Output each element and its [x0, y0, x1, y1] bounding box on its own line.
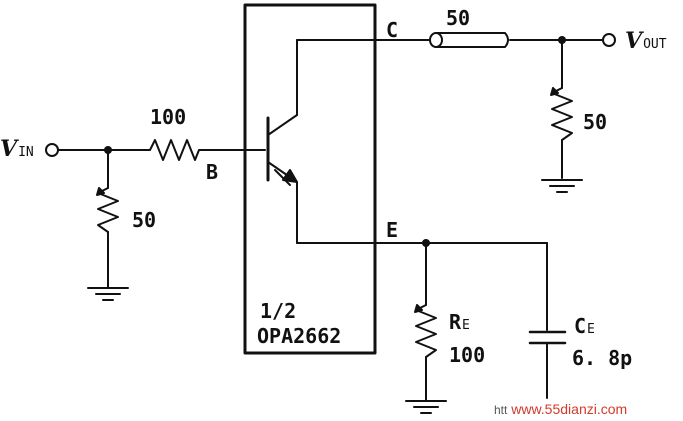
collector-pin-label: C: [386, 18, 399, 42]
emitter-arrow-2: [274, 169, 291, 186]
junction-vin: [104, 146, 112, 154]
transistor-collector-leg: [267, 114, 298, 136]
watermark-prefix: htt: [494, 403, 508, 417]
vin-label-v: V: [0, 136, 18, 162]
r-shunt-in-arrow: [96, 187, 105, 196]
ce-value: 6. 8p: [572, 346, 633, 370]
junction-vout: [558, 36, 566, 44]
vout-label: VOUT: [625, 30, 667, 53]
chip-fraction: 1/2: [260, 299, 297, 323]
re-label: RE: [449, 312, 470, 332]
re-label-name: R: [449, 310, 462, 334]
r-load-arrow: [550, 87, 559, 96]
vout-label-sub: OUT: [643, 37, 667, 52]
watermark-site: www.55dianzi.com: [511, 401, 628, 417]
vout-label-v: V: [625, 28, 643, 54]
watermark: htt www.55dianzi.com: [494, 401, 627, 417]
chip-box: [243, 3, 377, 355]
vin-label: VIN: [0, 138, 34, 161]
base-pin-label: B: [206, 160, 219, 184]
re-arrow: [414, 304, 423, 313]
vin-terminal: [45, 143, 59, 157]
r-load: [551, 87, 573, 141]
vin-label-sub: IN: [18, 145, 34, 160]
junction-emitter: [422, 239, 430, 247]
re-value: 100: [449, 343, 486, 367]
r-series-in: [144, 139, 206, 161]
ce-label-sub: E: [587, 322, 595, 337]
tline-end: [429, 32, 443, 48]
tline-body: [435, 32, 509, 48]
ce-label: CE: [574, 316, 595, 336]
r-shunt-in-value: 50: [132, 208, 157, 232]
r-series-in-value: 100: [150, 105, 187, 129]
ce-label-name: C: [574, 314, 587, 338]
chip-part: OPA2662: [257, 324, 342, 348]
vout-terminal: [602, 33, 616, 47]
tline-value: 50: [446, 6, 471, 30]
emitter-pin-label: E: [386, 218, 399, 242]
emitter-arrow: [282, 169, 298, 183]
re-resistor: [415, 304, 437, 358]
re-label-sub: E: [462, 318, 470, 333]
r-load-value: 50: [583, 110, 608, 134]
